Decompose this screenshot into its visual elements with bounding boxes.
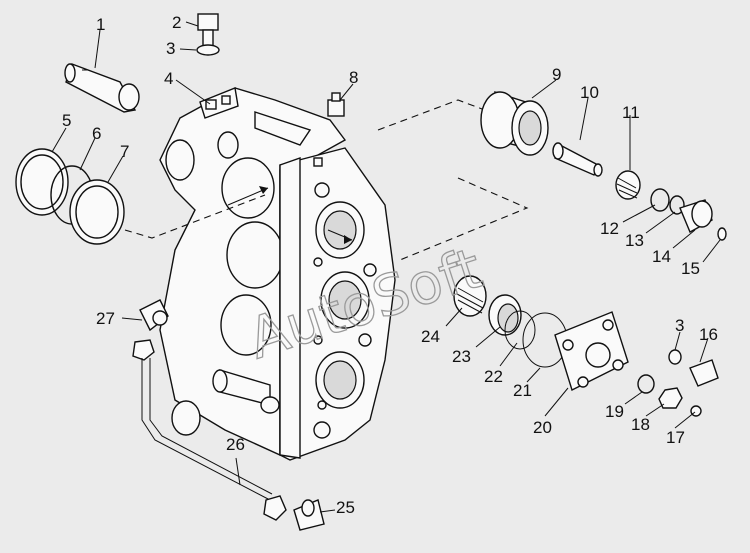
part-bolt-top [196,13,220,56]
callout-20: 20 [533,418,552,437]
small-parts-right [650,188,727,241]
leader-lines [51,21,721,513]
callout-24: 24 [421,327,440,346]
callout-5: 5 [62,111,71,130]
callout-19: 19 [605,402,624,421]
part-pin [64,63,140,113]
callout-14: 14 [652,247,671,266]
callout-25: 25 [336,498,355,517]
callout-21: 21 [513,381,532,400]
callout-4: 4 [164,69,173,88]
callout-17: 17 [666,428,685,447]
callout-11: 11 [622,103,640,122]
callout-1: 1 [96,15,105,34]
assembly-line-left [124,194,266,239]
callout-23: 23 [452,347,471,366]
callout-16: 16 [699,325,718,344]
assembly-line-right [377,99,529,261]
callout-15: 15 [681,259,700,278]
seal-rings [15,148,125,245]
callout-8: 8 [349,68,358,87]
callout-3-right: 3 [675,316,684,335]
callout-22: 22 [484,367,503,386]
caliper-housing [159,87,396,461]
callout-7: 7 [120,142,129,161]
part-cover-plate [554,311,629,391]
part-piston [480,91,549,156]
callout-2: 2 [172,13,181,32]
callout-13: 13 [625,231,644,250]
small-parts-lower-right [637,349,719,417]
callout-9: 9 [552,65,561,84]
part-spring [615,170,641,200]
callout-18: 18 [631,415,650,434]
callout-labels: 1 2 3 4 5 6 7 8 9 10 11 12 13 14 15 16 3… [62,13,718,517]
callout-3: 3 [166,39,175,58]
callout-12: 12 [600,219,619,238]
part-stud [552,142,603,177]
callout-27: 27 [96,309,115,328]
callout-26: 26 [226,435,245,454]
part-plug [327,92,345,117]
callout-10: 10 [580,83,599,102]
callout-6: 6 [92,124,101,143]
brake-line-assembly [132,299,325,531]
